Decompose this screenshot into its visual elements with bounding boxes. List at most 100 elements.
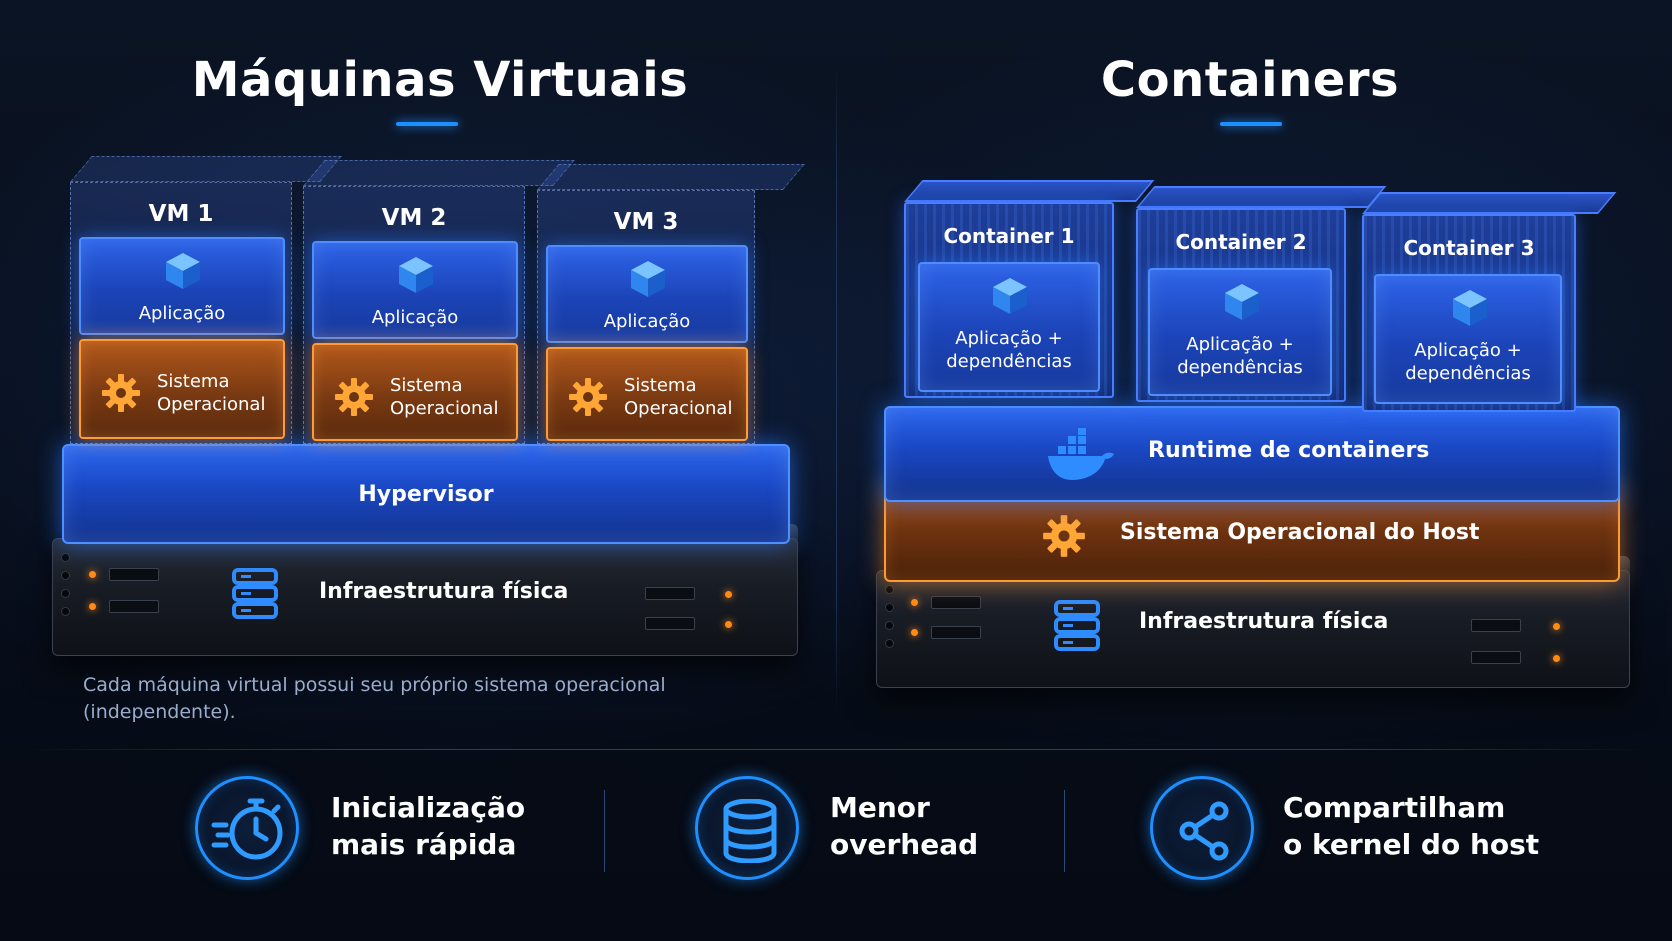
feature-icon-circle [195,776,299,880]
container-3: Container 3 Aplicação + dependências [1362,214,1576,412]
cube-icon [993,278,1027,314]
feature-icon-circle [695,776,799,880]
drive-slot [109,568,159,581]
container-app-label: Aplicação + dependências [1376,340,1560,385]
feature-line2: overhead [830,827,979,861]
container-app-line2: dependências [1405,362,1531,384]
runtime-label: Runtime de containers [1148,438,1430,463]
container-label: Container 1 [943,224,1075,248]
container-app-line1: Aplicação + [955,328,1063,349]
container-1: Container 1 Aplicação + dependências [904,202,1114,398]
share-icon [1179,801,1229,861]
vm-os-label: Sistema Operacional [157,371,265,416]
server-stack-icon [232,568,278,619]
vm-footnote-line2: (independente). [83,700,236,723]
runtime-layer: Runtime de containers [884,406,1620,502]
vm-label: VM 1 [148,201,214,227]
vm-os-line2: Operacional [624,397,733,419]
vm-app-box: Aplicação [546,245,748,343]
vm-title-underline [396,122,458,126]
vm-app-label: Aplicação [138,303,226,324]
vm-os-box: Sistema Operacional [79,339,285,439]
vm-box-top [303,160,575,186]
vm-os-box: Sistema Operacional [312,343,518,441]
vm-os-line1: Sistema [624,375,697,396]
vm-app-label: Aplicação [371,307,459,328]
vent-hole [885,639,894,648]
status-led [725,621,732,628]
feature-line1: Inicialização [331,791,526,824]
server-stack-icon [1054,600,1100,651]
drive-slot [931,626,981,639]
vent-hole [61,553,70,562]
container-label: Container 2 [1175,230,1307,254]
vm-1: VM 1 Aplicação [70,182,292,444]
vm-os-label: Sistema Operacional [390,375,498,420]
status-led [725,591,732,598]
container-app-label: Aplicação + dependências [920,328,1098,373]
section-divider [836,62,837,712]
hypervisor-layer: Hypervisor [62,444,790,544]
feature-line2: mais rápida [331,827,517,861]
vm-app-label: Aplicação [603,311,691,332]
cube-icon [166,253,200,289]
status-led [1553,623,1560,630]
feature-line2: o kernel do host [1283,827,1540,861]
vm-title: Máquinas Virtuais [191,52,689,108]
cube-icon [631,261,665,297]
status-led [89,603,96,610]
vent-hole [885,603,894,612]
vm-3: VM 3 Aplicação [537,190,755,444]
docker-whale-icon [1048,428,1114,480]
container-app-line1: Aplicação + [1414,340,1522,361]
containers-title-underline [1220,122,1282,126]
container-label: Container 3 [1403,236,1535,260]
gear-icon [102,374,140,412]
cube-icon [1453,290,1487,326]
feature-faster-startup: Inicialização mais rápida [331,790,525,864]
cube-icon [1225,284,1259,320]
vm-box-top [537,164,805,190]
container-app-line2: dependências [946,350,1072,372]
container-app-box: Aplicação + dependências [1374,274,1562,404]
status-led [911,629,918,636]
drive-slot [645,587,695,600]
vm-label: VM 2 [381,205,447,231]
gear-icon [1043,515,1085,557]
feature-line1: Menor [830,791,930,824]
drive-slot [645,617,695,630]
vm-label: VM 3 [613,209,679,235]
vm-os-label: Sistema Operacional [624,375,732,420]
vm-footnote: Cada máquina virtual possui seu próprio … [83,672,683,725]
feature-icon-circle [1150,776,1254,880]
vm-app-box: Aplicação [79,237,285,335]
features-divider [20,749,1652,750]
vent-hole [885,621,894,630]
stopwatch-icon [211,798,283,860]
containers-title: Containers [1100,52,1400,108]
vm-2: VM 2 Aplicação [303,186,525,444]
vent-hole [61,607,70,616]
ctr-physical-server: Infraestrutura física [876,570,1630,688]
vm-physical-server: Infraestrutura física [52,538,798,656]
vm-os-line1: Sistema [390,375,463,396]
feature-separator [604,790,605,872]
ctr-infra-label: Infraestrutura física [1139,609,1389,634]
feature-less-overhead: Menor overhead [830,790,978,864]
vm-box-top [70,156,342,182]
vm-app-box: Aplicação [312,241,518,339]
vent-hole [61,571,70,580]
database-icon [723,799,777,863]
drive-slot [931,596,981,609]
status-led [1553,655,1560,662]
vm-os-line1: Sistema [157,371,230,392]
hypervisor-label: Hypervisor [358,482,494,507]
container-app-label: Aplicação + dependências [1150,334,1330,379]
drive-slot [1471,651,1521,664]
vm-infra-label: Infraestrutura física [319,579,569,604]
drive-slot [1471,619,1521,632]
status-led [911,599,918,606]
vm-os-box: Sistema Operacional [546,347,748,441]
host-os-label: Sistema Operacional do Host [1120,520,1480,545]
container-app-box: Aplicação + dependências [1148,268,1332,396]
